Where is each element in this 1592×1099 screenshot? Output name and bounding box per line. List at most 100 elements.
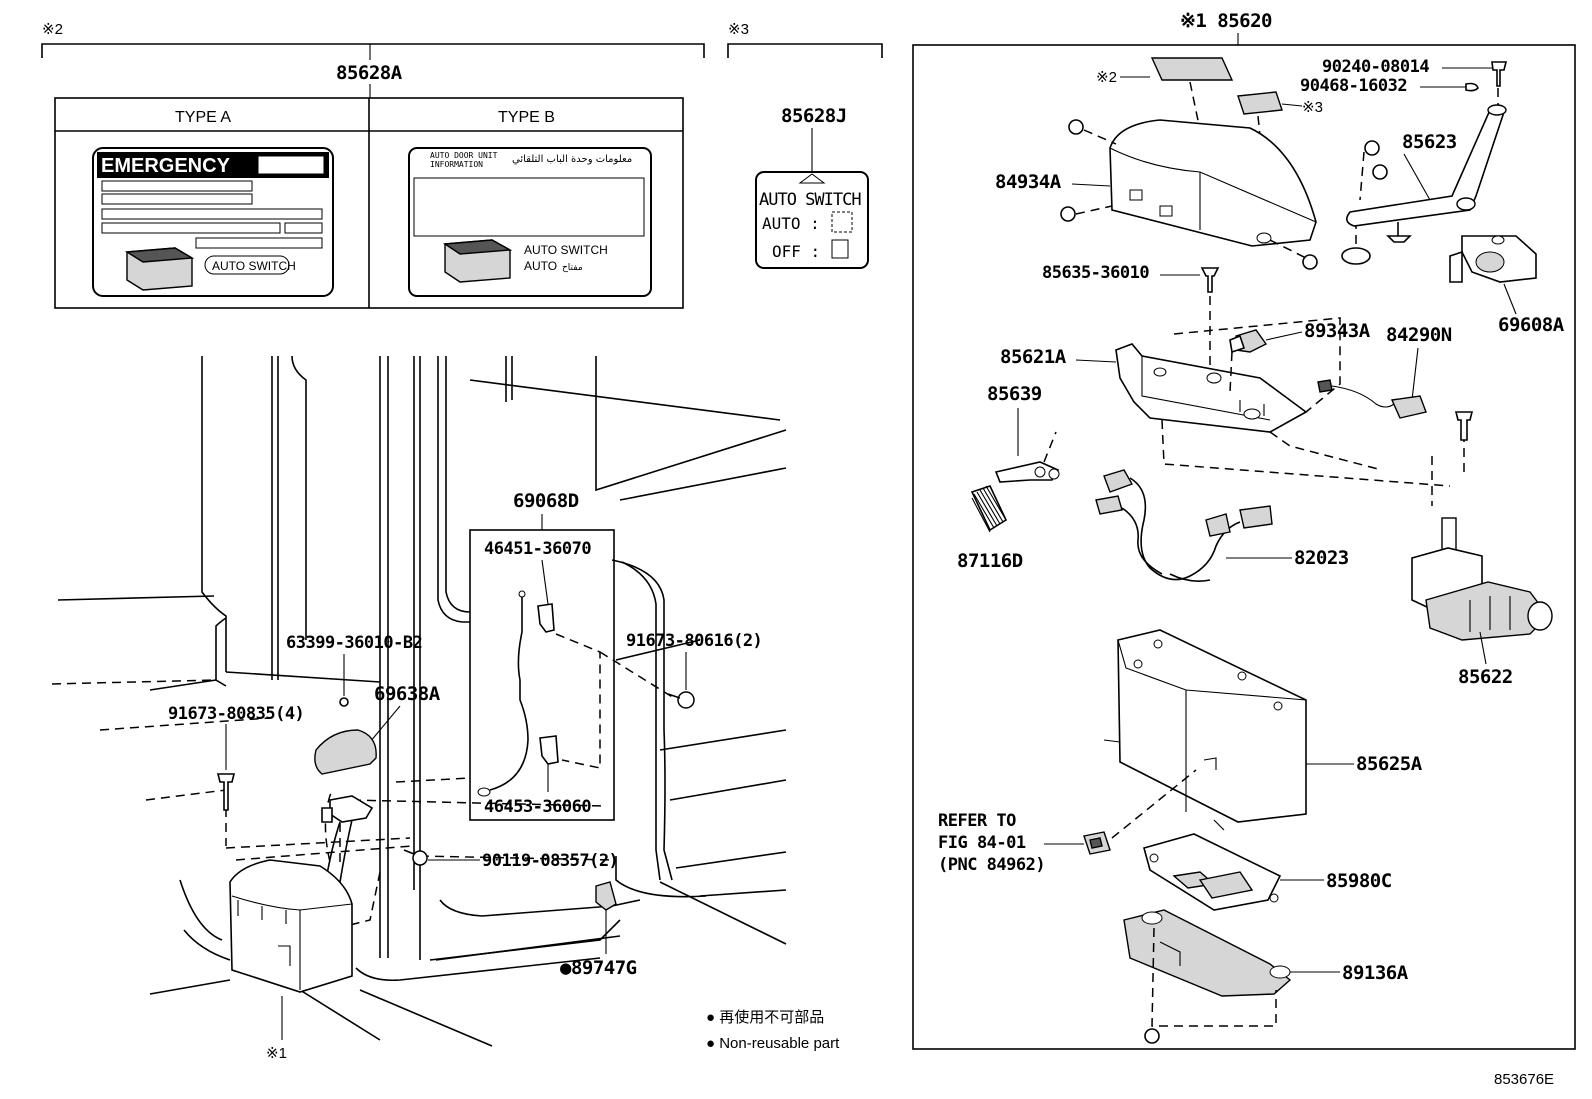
part-69638A[interactable]: 69638A bbox=[374, 683, 441, 705]
bracket-2 bbox=[41, 43, 705, 58]
legend-jp: ● 再使用不可部品 bbox=[706, 1009, 824, 1026]
lever-85639[interactable] bbox=[994, 461, 1060, 483]
mark-2-sticker: ※2 bbox=[1096, 69, 1117, 86]
leader-85623 bbox=[1403, 153, 1431, 201]
bolt-85623-a[interactable] bbox=[1364, 140, 1380, 156]
part-85621A[interactable]: 85621A bbox=[1000, 346, 1067, 368]
part-84934A[interactable]: 84934A bbox=[995, 171, 1062, 193]
assembly-85620-frame bbox=[912, 44, 1576, 1050]
bolt-85623-b[interactable] bbox=[1372, 164, 1388, 180]
cable-46451[interactable] bbox=[477, 590, 555, 797]
nut-89136A[interactable] bbox=[1144, 1028, 1160, 1044]
bracket-85621A[interactable] bbox=[1115, 343, 1308, 433]
vehicle-body-dash bbox=[51, 679, 613, 951]
leader-69608A bbox=[1503, 283, 1517, 315]
part-85625A[interactable]: 85625A bbox=[1356, 753, 1423, 775]
auto-switch-sticker-85628J[interactable]: AUTO SWITCH AUTO : OFF : bbox=[755, 171, 869, 269]
emergency-label-type-a[interactable]: EMERGENCY AUTO SWITCH bbox=[92, 147, 334, 297]
auto-switch-text-b: AUTO SWITCH bbox=[524, 243, 608, 257]
part-89343A[interactable]: 89343A bbox=[1304, 320, 1371, 342]
washer-85623[interactable] bbox=[1341, 247, 1371, 265]
harness-82023[interactable] bbox=[1095, 469, 1273, 582]
clip-46453[interactable] bbox=[539, 735, 559, 765]
refer-to-line1: REFER TO bbox=[938, 811, 1016, 831]
dash-bracket-top bbox=[1173, 317, 1341, 413]
part-85623[interactable]: 85623 bbox=[1402, 131, 1457, 153]
grommet-84934A-right[interactable] bbox=[1302, 254, 1318, 270]
bolt-91673-80835[interactable] bbox=[216, 773, 236, 811]
dash-bracket-bottom bbox=[1161, 419, 1451, 487]
sensor-84290N[interactable] bbox=[1317, 379, 1427, 419]
refer-to-line2[interactable]: FIG 84-01 bbox=[938, 833, 1026, 853]
arabic-auto: مفتاح bbox=[562, 263, 583, 273]
dash-grommet-top bbox=[1083, 129, 1117, 145]
clip-90468[interactable] bbox=[1465, 82, 1479, 92]
emergency-text: EMERGENCY bbox=[101, 155, 231, 177]
part-87116D[interactable]: 87116D bbox=[957, 550, 1023, 572]
screw-90240[interactable] bbox=[1491, 61, 1508, 87]
part-89747G[interactable]: ●89747G bbox=[560, 957, 637, 979]
dash-bolt-85623 bbox=[1359, 151, 1365, 201]
part-90468-16032[interactable]: 90468-16032 bbox=[1300, 76, 1408, 96]
auto-text-b: AUTO bbox=[524, 259, 557, 273]
screw-85635[interactable] bbox=[1200, 267, 1220, 293]
part-85628A[interactable]: 85628A bbox=[336, 62, 403, 84]
door-mechanism-bracket[interactable] bbox=[321, 795, 374, 883]
unit-box-icon-b bbox=[442, 239, 513, 283]
door-unit-box[interactable] bbox=[229, 859, 353, 993]
leader-85621A bbox=[1075, 359, 1117, 363]
hinge-69608A[interactable] bbox=[1449, 235, 1537, 283]
connector-84962[interactable] bbox=[1083, 831, 1111, 855]
mark-3-sticker: ※3 bbox=[1302, 99, 1323, 116]
grommet-84934A-left[interactable] bbox=[1060, 206, 1076, 222]
dash-bracket-right bbox=[1269, 431, 1383, 471]
arm-85623[interactable] bbox=[1346, 104, 1507, 243]
part-85628J[interactable]: 85628J bbox=[781, 105, 847, 127]
part-90119-08357[interactable]: 90119-08357(2) bbox=[482, 851, 619, 871]
grommet-84934A-top[interactable] bbox=[1068, 119, 1084, 135]
part-46451-36070[interactable]: 46451-36070 bbox=[484, 539, 592, 559]
switch-89343A[interactable] bbox=[1229, 329, 1268, 354]
bolt-85622[interactable] bbox=[1454, 411, 1474, 441]
leader-sticker-3 bbox=[1281, 103, 1303, 107]
type-b-header: TYPE B bbox=[498, 109, 555, 126]
part-69068D[interactable]: 69068D bbox=[513, 490, 579, 512]
cover-69638A[interactable] bbox=[314, 729, 377, 775]
type-a-header: TYPE A bbox=[175, 109, 231, 126]
part-85622[interactable]: 85622 bbox=[1458, 666, 1513, 688]
ecu-85980C[interactable] bbox=[1143, 833, 1282, 911]
sticker-2[interactable] bbox=[1150, 57, 1234, 81]
part-85620[interactable]: ※1 85620 bbox=[1180, 10, 1273, 32]
refer-to-line3: (PNC 84962) bbox=[938, 855, 1045, 875]
part-85635-36010[interactable]: 85635-36010 bbox=[1042, 263, 1150, 283]
part-46453-36060[interactable]: 46453-36060 bbox=[484, 797, 592, 817]
arabic-title: معلومات وحدة الباب التلقائي bbox=[512, 154, 632, 165]
dash-grommet-left bbox=[1075, 205, 1113, 215]
clip-89747G[interactable] bbox=[595, 881, 617, 911]
part-91673-80616[interactable]: 91673-80616(2) bbox=[626, 631, 763, 651]
sticker-3[interactable] bbox=[1237, 91, 1283, 115]
bolt-90119[interactable] bbox=[403, 849, 428, 866]
bolt-91673-80616[interactable] bbox=[667, 691, 695, 709]
j-auto: AUTO : bbox=[762, 214, 820, 233]
spring-87116D[interactable] bbox=[970, 485, 1008, 533]
part-90240-08014[interactable]: 90240-08014 bbox=[1322, 57, 1430, 77]
dash-grommet-right bbox=[1269, 239, 1307, 259]
auto-door-label-type-b[interactable]: AUTO DOOR UNIT INFORMATION معلومات وحدة … bbox=[408, 147, 652, 297]
leader-89343A bbox=[1265, 331, 1303, 341]
motor-85622[interactable] bbox=[1411, 517, 1553, 641]
case-85625A[interactable] bbox=[1103, 629, 1307, 831]
part-91673-80835[interactable]: 91673-80835(4) bbox=[168, 704, 305, 724]
part-84290N[interactable]: 84290N bbox=[1386, 324, 1452, 346]
part-82023[interactable]: 82023 bbox=[1294, 547, 1349, 569]
part-63399-36010-B2[interactable]: 63399-36010-B2 bbox=[286, 633, 423, 653]
part-89136A[interactable]: 89136A bbox=[1342, 962, 1409, 984]
clip-63399[interactable] bbox=[339, 697, 349, 707]
part-85980C[interactable]: 85980C bbox=[1326, 870, 1392, 892]
cover-84934A[interactable] bbox=[1109, 119, 1317, 247]
bracket-3 bbox=[727, 43, 883, 58]
dash-89136A bbox=[1151, 927, 1277, 1027]
part-69608A[interactable]: 69608A bbox=[1498, 314, 1565, 336]
part-85639[interactable]: 85639 bbox=[987, 383, 1042, 405]
bracket-89136A[interactable] bbox=[1123, 909, 1292, 997]
